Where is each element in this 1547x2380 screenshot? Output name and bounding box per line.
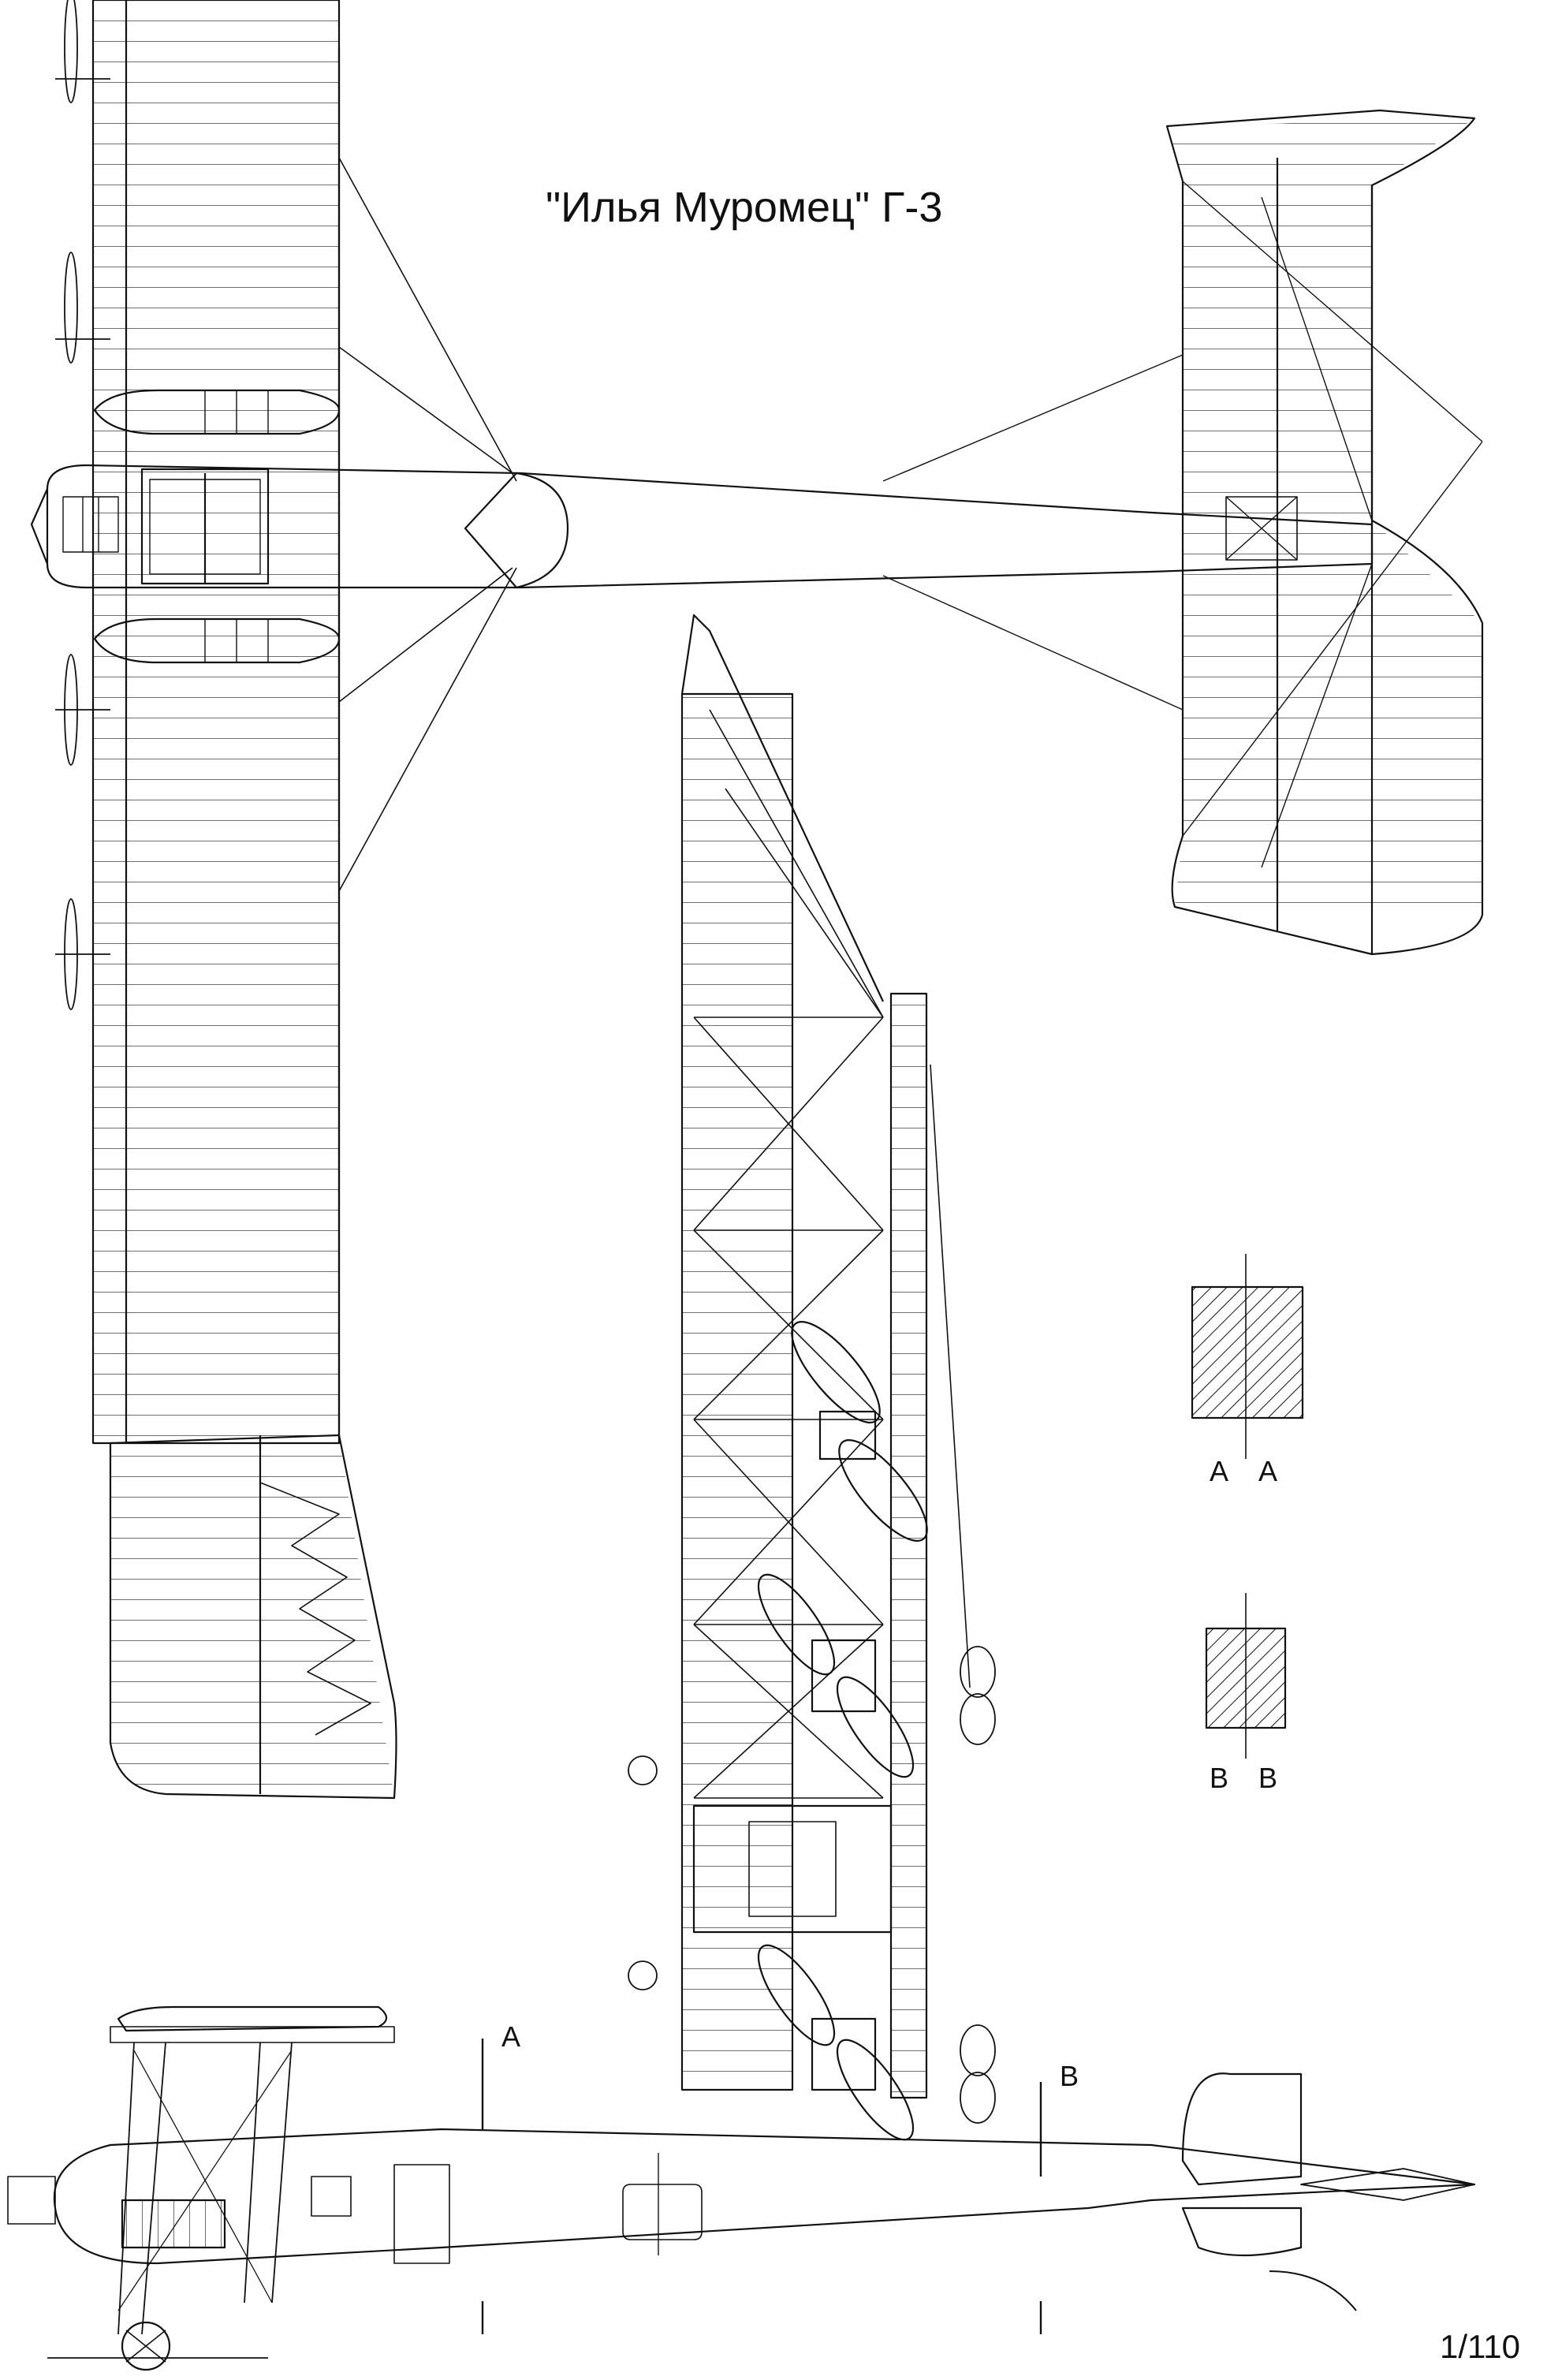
plan-engine-nacelle-upper [93, 389, 341, 435]
plan-view [30, 0, 1484, 1800]
side-section-a-label: A [501, 2020, 521, 2053]
side-wheel [121, 2321, 171, 2371]
scale-label: 1/110 [1440, 2328, 1520, 2365]
section-aa-label-left: A [1210, 1455, 1229, 1487]
side-view [7, 2005, 1476, 2371]
plan-engine-nacelle-lower [93, 617, 341, 664]
front-engine-2 [757, 1573, 915, 1778]
section-aa-label-right: A [1258, 1455, 1278, 1487]
side-tail-fin [1181, 2072, 1303, 2186]
front-engine-3 [757, 1944, 915, 2141]
front-engine-1 [791, 1321, 928, 1542]
plan-tailplane [1165, 109, 1484, 956]
front-wheels [960, 1646, 996, 2124]
section-aa [1191, 1254, 1304, 1459]
section-bb-label-left: B [1210, 1762, 1229, 1794]
side-engine-block [121, 2199, 226, 2249]
section-bb-label-right: B [1258, 1762, 1278, 1794]
side-wing-upper [117, 2005, 388, 2032]
drawing-title: "Илья Муромец" Г-3 [546, 184, 943, 231]
side-section-b-label: B [1060, 2060, 1079, 2092]
front-view [628, 614, 996, 2141]
side-fuselage [53, 2128, 1476, 2265]
section-bb [1205, 1593, 1287, 1759]
front-fuselage-section [692, 1804, 893, 1934]
plan-propellers [55, 0, 110, 1010]
